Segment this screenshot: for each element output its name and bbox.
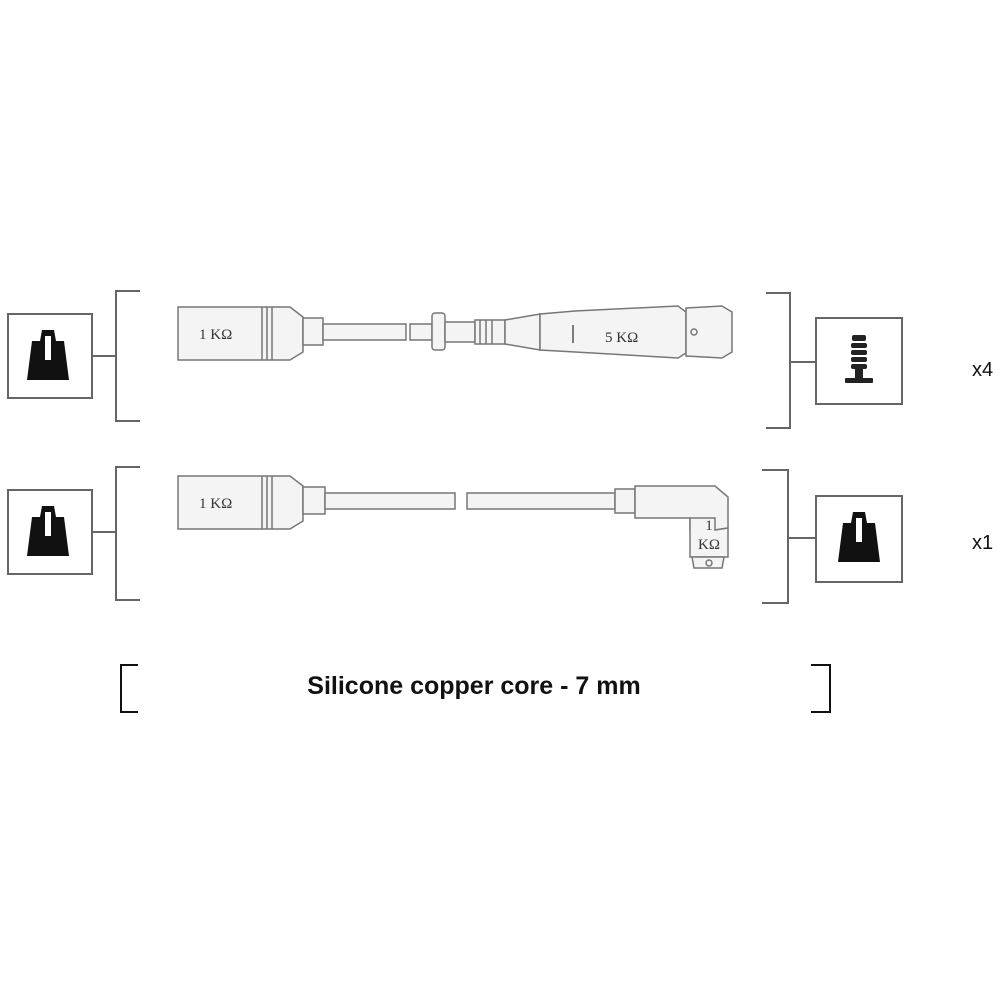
- row1-right-taper: [504, 313, 541, 351]
- row2-right-resistor-label-1: 1: [705, 518, 713, 534]
- row2-right-bracket: [762, 469, 789, 604]
- row2-wire-a: [324, 492, 456, 510]
- row1-quantity: x4: [972, 359, 993, 381]
- boot-terminal-icon: [27, 330, 69, 380]
- row2-left-boot: [177, 475, 304, 530]
- row2-left-resistor-label: 1 KΩ: [199, 496, 232, 512]
- row2-right-tip: [691, 556, 725, 569]
- row2-cable: [177, 475, 729, 569]
- caption-left-bracket: [120, 664, 138, 713]
- row1-wire-b: [409, 323, 433, 341]
- row2-right-collar: [614, 488, 636, 514]
- row2-left-bracket: [115, 466, 140, 601]
- row2-left-collar: [302, 486, 326, 515]
- row1-left-boot: [177, 306, 304, 361]
- row1-right-resistor-label: 5 KΩ: [605, 330, 638, 346]
- row1-right-connector: [815, 317, 903, 405]
- caption-right-bracket: [811, 664, 831, 713]
- row1-wire-ring: [431, 312, 446, 351]
- boot-terminal-icon: [27, 506, 69, 556]
- threaded-terminal-icon: [845, 335, 873, 383]
- row2-wire-b: [466, 492, 616, 510]
- row2-right-connector: [815, 495, 903, 583]
- row2-right-body: [689, 517, 729, 558]
- row1-wire-c: [444, 321, 476, 343]
- row1-cable: [177, 305, 733, 361]
- row1-left-bracket: [115, 290, 140, 422]
- row1-right-tip: [685, 305, 733, 359]
- row1-left-resistor-label: 1 KΩ: [199, 327, 232, 343]
- caption-text: Silicone copper core - 7 mm: [307, 672, 640, 700]
- row1-wire-a: [322, 323, 407, 341]
- row1-left-connector: [7, 313, 93, 399]
- row2-right-resistor-label-2: KΩ: [698, 537, 720, 553]
- row2-left-connector: [7, 489, 93, 575]
- row1-right-bracket: [766, 292, 791, 429]
- row2-quantity: x1: [972, 532, 993, 554]
- row1-left-collar: [302, 317, 324, 346]
- boot-terminal-icon: [838, 512, 880, 562]
